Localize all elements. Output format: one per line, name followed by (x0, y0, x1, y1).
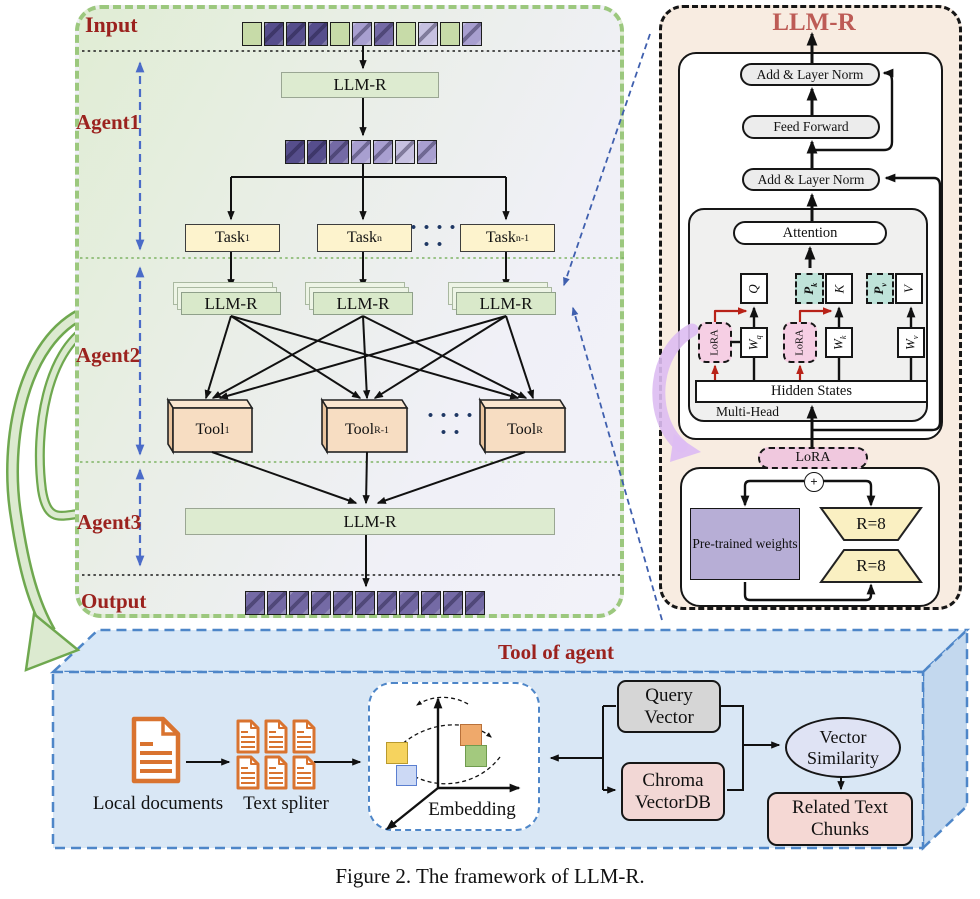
r8-upper-label: R=8 (856, 513, 886, 533)
input-token-row (242, 22, 482, 46)
token-square-mid (374, 22, 394, 46)
multi-head-label: Multi-Head (716, 404, 779, 419)
token-square-mid (329, 140, 349, 164)
token-square-pale (418, 22, 438, 46)
q-box: Q (740, 273, 768, 304)
token-square-mid (399, 591, 419, 615)
local-documents-label: Local documents (92, 793, 224, 814)
text-splitter-icons (236, 719, 318, 796)
pretrained-weights-box: Pre-trained weights (690, 508, 800, 580)
token-square-green (242, 22, 262, 46)
add-layer-norm-mid: Add & Layer Norm (742, 168, 880, 191)
embedding-point-orange (460, 724, 482, 746)
token-square-light (417, 140, 437, 164)
lora-pill: LoRA (758, 447, 868, 469)
related-text-chunks-box: Related Text Chunks (767, 792, 913, 846)
attention-pill: Attention (733, 221, 887, 245)
vector-similarity-ellipse: Vector Similarity (785, 717, 901, 778)
v-box: V (895, 273, 923, 304)
token-square-green (330, 22, 350, 46)
lora-q-box: LoRA (698, 322, 732, 363)
task-n-sub: n (377, 232, 382, 244)
token-square-dark (308, 22, 328, 46)
task-n1-base: Task (485, 229, 516, 246)
task-n1-sub: n-1 (515, 232, 530, 244)
tool-1-sub: 1 (224, 424, 230, 436)
token-square-green (440, 22, 460, 46)
tool-1-base: Tool (195, 421, 225, 438)
token-square-dark (285, 140, 305, 164)
task-ellipsis: • • • • • • (410, 220, 458, 253)
embedding-point-green (465, 745, 487, 767)
agent3-label: Agent3 (77, 510, 142, 534)
llm-r-agent2-box-2: LLM-R (305, 282, 413, 315)
add-layer-norm-top: Add & Layer Norm (740, 63, 880, 86)
token-square-mid (377, 591, 397, 615)
llm-r-agent2-box-3: LLM-R (448, 282, 556, 315)
pk-box: Pk (795, 273, 824, 304)
token-square-pale (395, 140, 415, 164)
llm-r-splitter-box: LLM-R (281, 72, 439, 98)
wv-box: Wv (897, 327, 925, 358)
r8-lower-label: R=8 (856, 555, 886, 575)
plus-circle: + (804, 472, 824, 492)
lora-k-box: LoRA (783, 322, 817, 363)
token-square-dark (307, 140, 327, 164)
llm-r-agent3-box: LLM-R (185, 508, 555, 535)
task-token-row (285, 140, 437, 164)
token-square-mid (311, 591, 331, 615)
tool-r-sub: R (536, 424, 543, 436)
document-icon (130, 716, 182, 789)
token-square-mid (289, 591, 309, 615)
token-square-light (351, 140, 371, 164)
token-square-mid (245, 591, 265, 615)
tool-r1-base: Tool (345, 421, 375, 438)
embedding-point-blue (396, 765, 417, 786)
token-square-light (352, 22, 372, 46)
text-spliter-label: Text spliter (243, 793, 329, 814)
hidden-states-box: Hidden States (695, 380, 928, 403)
token-square-mid (443, 591, 463, 615)
embedding-label: Embedding (428, 799, 516, 820)
token-square-mid (355, 591, 375, 615)
tool-of-agent-title: Tool of agent (498, 640, 614, 664)
token-square-mid (465, 591, 485, 615)
embedding-point-yellow (386, 742, 408, 764)
llm-r-panel-title: LLM-R (772, 9, 856, 36)
task-1-sub: 1 (245, 232, 250, 244)
agent1-label: Agent1 (76, 110, 141, 134)
task-n-base: Task (347, 229, 378, 246)
tool-r1-sub: R-1 (374, 424, 389, 436)
output-label: Output (81, 589, 147, 613)
wq-box: Wq (740, 327, 768, 358)
token-square-mid (333, 591, 353, 615)
input-label: Input (85, 12, 138, 37)
llm-r-agent2-box-1: LLM-R (173, 282, 281, 315)
token-square-light (373, 140, 393, 164)
task-1-base: Task (215, 229, 246, 246)
token-square-dark (286, 22, 306, 46)
token-square-light (462, 22, 482, 46)
pv-box: Pv (866, 273, 894, 304)
tool-r-base: Tool (507, 421, 537, 438)
token-square-dark (264, 22, 284, 46)
token-square-green (396, 22, 416, 46)
query-vector-box: Query Vector (617, 680, 721, 733)
wk-box: Wk (825, 327, 853, 358)
token-square-mid (421, 591, 441, 615)
agent2-label: Agent2 (76, 343, 141, 367)
feed-forward: Feed Forward (742, 115, 880, 139)
token-square-mid (267, 591, 287, 615)
output-token-row (245, 591, 485, 615)
k-box: K (825, 273, 853, 304)
chroma-vectordb-box: Chroma VectorDB (621, 762, 725, 821)
figure-caption: Figure 2. The framework of LLM-R. (335, 864, 645, 888)
tool-ellipsis: • • • • • • (427, 408, 475, 441)
